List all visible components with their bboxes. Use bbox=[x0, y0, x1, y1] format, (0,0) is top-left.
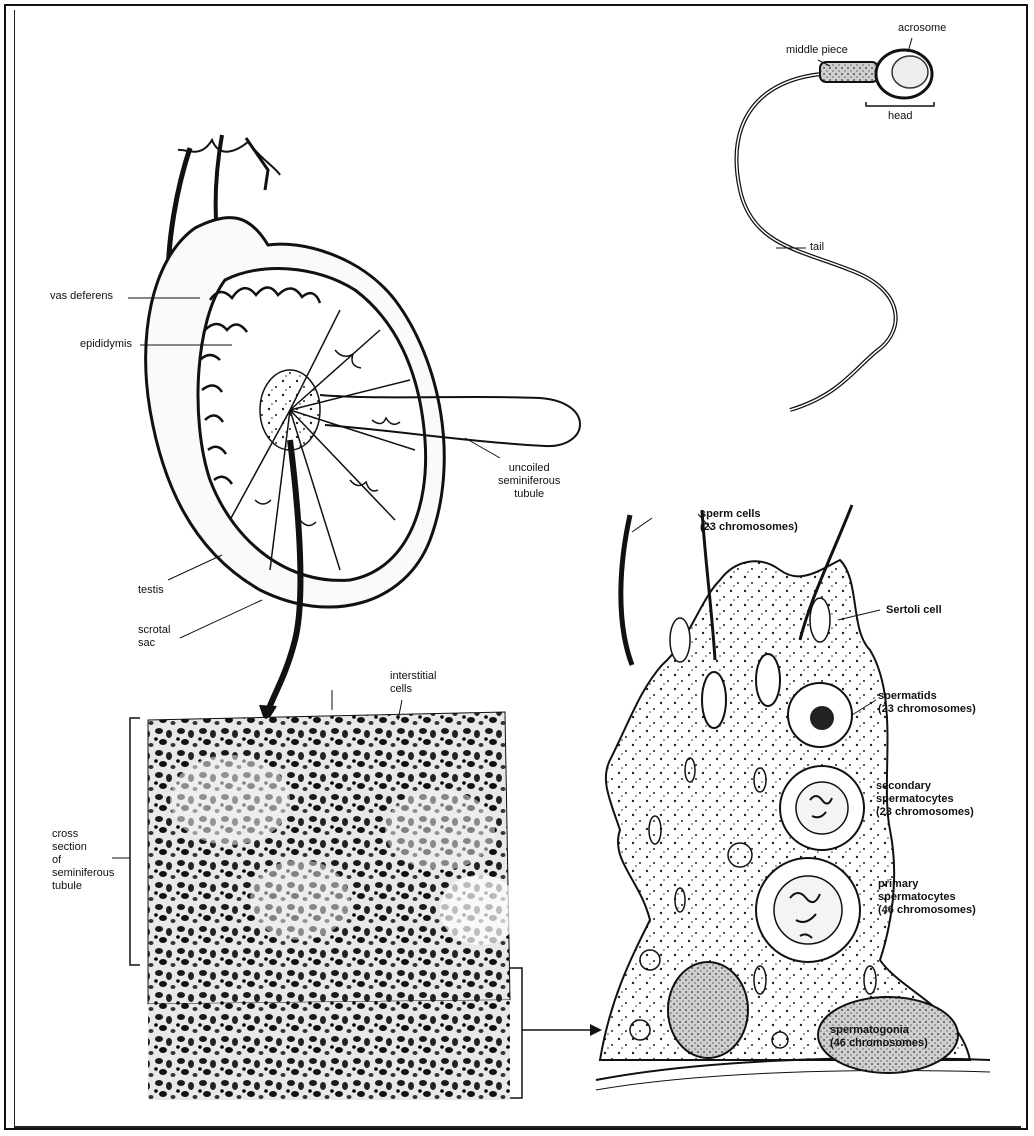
label-spermatids: spermatids (23 chromosomes) bbox=[878, 690, 976, 716]
testis-illustration bbox=[128, 135, 580, 722]
sperm-illustration bbox=[737, 38, 934, 410]
label-sertoli-cell: Sertoli cell bbox=[886, 604, 942, 617]
label-cross-section: cross section of seminiferous tubule bbox=[52, 828, 114, 893]
spermatic-cord bbox=[178, 140, 280, 175]
label-vas-deferens: vas deferens bbox=[50, 290, 113, 303]
sperm-cell-tail-1 bbox=[621, 515, 632, 665]
sertoli-nucleus bbox=[668, 962, 748, 1058]
label-acrosome: acrosome bbox=[898, 22, 946, 35]
detail-bracket bbox=[510, 968, 522, 1098]
label-sperm-cells: sperm cells (23 chromosomes) bbox=[700, 508, 798, 534]
label-middle-piece: middle piece bbox=[786, 44, 848, 57]
label-scrotal-sac: scrotal sac bbox=[138, 624, 170, 650]
acrosome-cap bbox=[892, 56, 928, 88]
label-head: head bbox=[888, 110, 912, 123]
cross-section-bracket bbox=[130, 718, 140, 965]
label-secondary-spermatocytes: secondary spermatocytes (23 chromosomes) bbox=[876, 780, 974, 819]
label-uncoiled-tubule: uncoiled seminiferous tubule bbox=[498, 462, 560, 501]
label-epididymis: epididymis bbox=[80, 338, 132, 351]
tubule-cross-section bbox=[112, 690, 602, 1100]
label-testis: testis bbox=[138, 584, 164, 597]
label-tail: tail bbox=[810, 241, 824, 254]
label-spermatogonia: spermatogonia (46 chromosomes) bbox=[830, 1024, 928, 1050]
label-interstitial-cells: interstitial cells bbox=[390, 670, 436, 696]
label-primary-spermatocytes: primary spermatocytes (46 chromosomes) bbox=[878, 878, 976, 917]
head-bracket bbox=[866, 102, 934, 106]
